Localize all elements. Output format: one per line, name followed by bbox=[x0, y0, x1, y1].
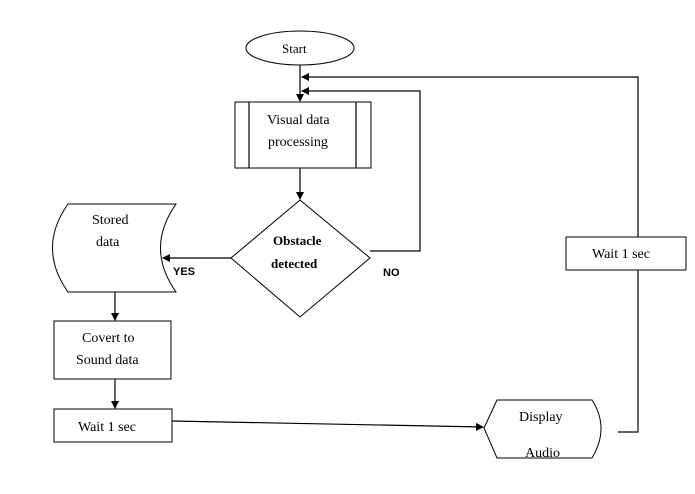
convert-label-2: Sound data bbox=[76, 353, 139, 368]
wait-right-node: Wait 1 sec bbox=[565, 236, 687, 271]
stored-data-node: Stored data bbox=[52, 203, 177, 293]
stored-data-label-2: data bbox=[96, 235, 120, 250]
wait-bottom-node: Wait 1 sec bbox=[53, 408, 173, 443]
display-audio-node: Display Audio bbox=[483, 399, 602, 461]
visual-processing-node: Visual data processing bbox=[234, 101, 372, 169]
obstacle-decision-node: Obstacle detected bbox=[230, 199, 371, 318]
stored-data-label-1: Stored bbox=[92, 213, 129, 228]
edge-no-label: NO bbox=[383, 267, 400, 279]
wait-bottom-label: Wait 1 sec bbox=[78, 420, 136, 435]
start-label: Start bbox=[282, 41, 307, 56]
start-node: Start bbox=[245, 30, 355, 66]
visual-processing-label-1: Visual data bbox=[267, 113, 330, 128]
display-label-1: Display bbox=[519, 410, 563, 425]
display-label-2: Audio bbox=[525, 446, 560, 461]
convert-node: Covert to Sound data bbox=[53, 320, 172, 380]
wait-right-label: Wait 1 sec bbox=[592, 247, 650, 262]
edge-wait-to-display bbox=[171, 420, 484, 431]
visual-processing-label-2: processing bbox=[268, 135, 328, 150]
edge-yes-label: YES bbox=[173, 266, 195, 278]
edge-no-loop bbox=[301, 87, 421, 252]
convert-label-1: Covert to bbox=[82, 331, 135, 346]
obstacle-label-1: Obstacle bbox=[273, 233, 322, 248]
obstacle-label-2: detected bbox=[271, 256, 318, 271]
